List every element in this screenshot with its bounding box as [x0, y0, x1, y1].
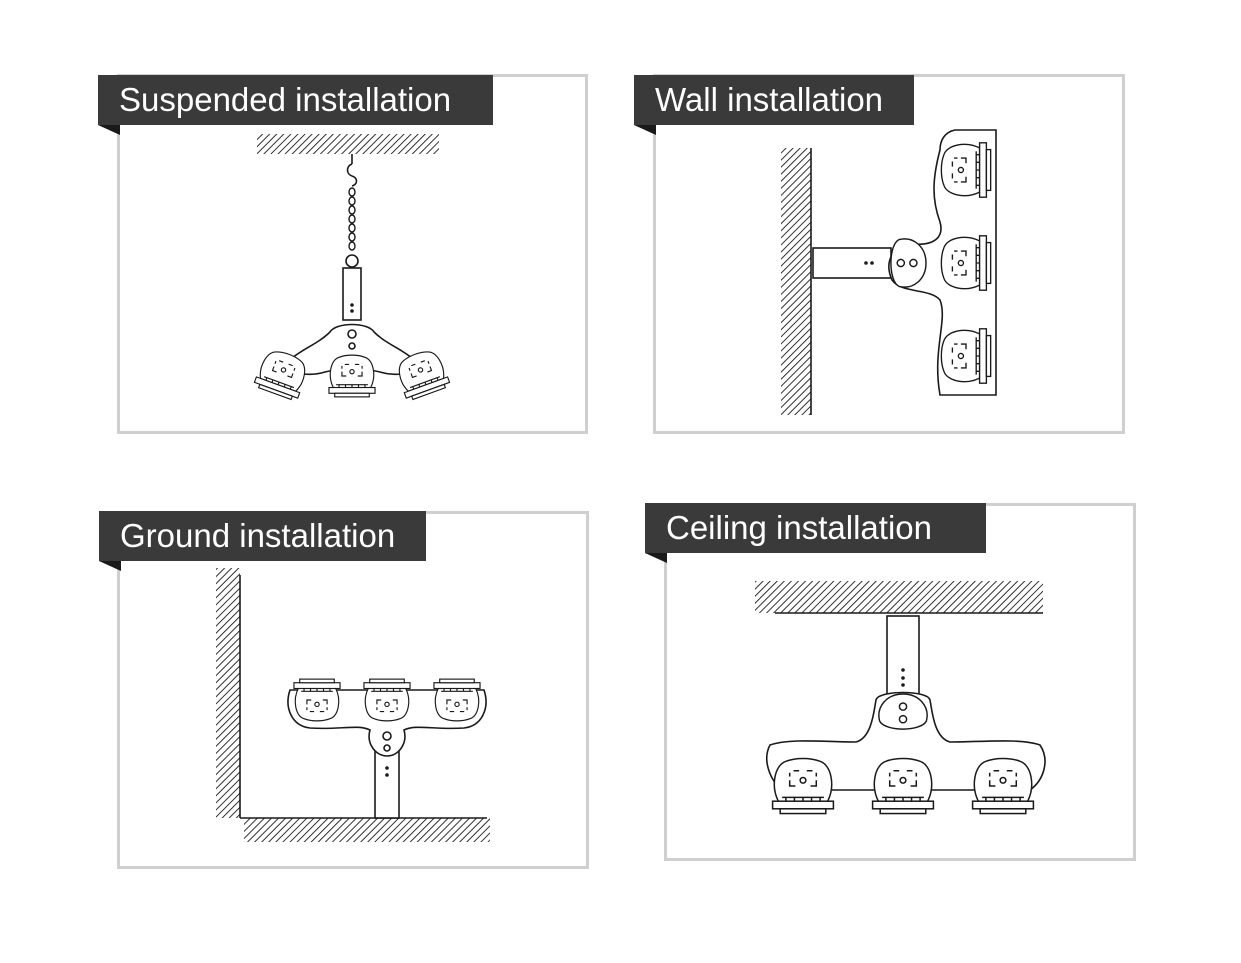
ceiling-illustration [755, 581, 1046, 815]
ground-installation-label: Ground installation [99, 511, 426, 561]
wall-illustration [781, 129, 997, 415]
wall-label-tab [634, 125, 656, 135]
suspended-illustration [252, 134, 452, 403]
ground-label-tab [99, 561, 121, 571]
suspended-installation-label: Suspended installation [98, 75, 493, 125]
ceiling-installation-label: Ceiling installation [645, 503, 986, 553]
wall-installation-label: Wall installation [634, 75, 914, 125]
ceiling-label-tab [645, 553, 667, 563]
suspended-label-tab [98, 125, 120, 135]
ground-illustration [216, 568, 490, 842]
